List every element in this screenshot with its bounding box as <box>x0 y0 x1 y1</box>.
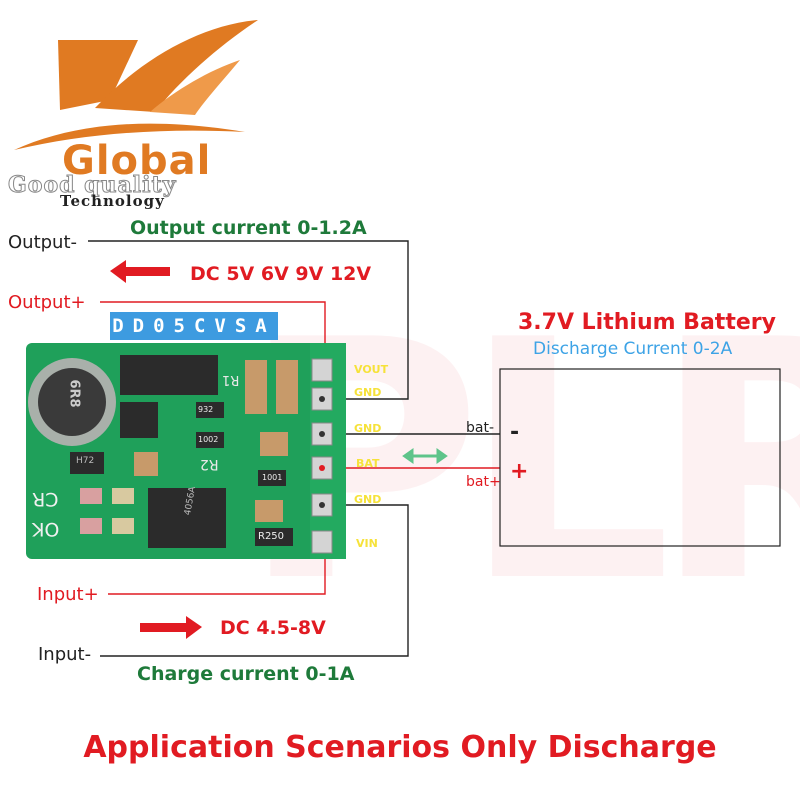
pcb-module <box>26 343 346 559</box>
battery-subtitle: Discharge Current 0-2A <box>533 339 733 359</box>
logo-tagline: Good quality <box>7 172 177 199</box>
footer-caption: Application Scenarios Only Discharge <box>83 730 717 765</box>
silk-932: 932 <box>198 405 214 414</box>
input-minus-label: Input- <box>38 644 92 665</box>
pin-vout: VOUT <box>354 363 389 376</box>
bidirectional-arrow-icon <box>402 448 448 464</box>
logo-sub: Technology <box>60 192 165 210</box>
pin-vin: VIN <box>356 537 378 550</box>
input-voltage-label: DC 4.5-8V <box>220 617 326 639</box>
output-current-label: Output current 0-1.2A <box>130 217 367 239</box>
inductor-marking: 6R8 <box>66 379 82 408</box>
output-plus-label: Output+ <box>8 292 86 313</box>
battery-title: 3.7V Lithium Battery <box>518 310 776 335</box>
bat-minus-sign: - <box>510 420 520 445</box>
pin-bat: BAT <box>356 457 380 470</box>
silk-ok: OK <box>32 518 60 540</box>
logo-brand: Global <box>62 138 212 184</box>
charge-current-label: Charge current 0-1A <box>137 663 355 685</box>
pin-gnd-1: GND <box>354 386 382 399</box>
logo-swoosh-icon <box>14 20 258 150</box>
wire-input-minus <box>100 504 409 657</box>
silk-r2: R2 <box>200 456 219 472</box>
bat-plus-label: bat+ <box>466 474 501 490</box>
output-arrow-icon <box>110 260 170 283</box>
input-arrow-icon <box>140 616 202 639</box>
bat-plus-sign: + <box>510 459 529 484</box>
battery-box <box>499 368 781 547</box>
pin-gnd-3: GND <box>354 493 382 506</box>
silk-cr: CR <box>32 488 59 510</box>
bat-minus-label: bat- <box>466 420 495 436</box>
silk-r1: R1 <box>222 372 240 387</box>
input-plus-label: Input+ <box>37 584 99 605</box>
silk-r250: R250 <box>258 531 285 542</box>
wire-output-minus <box>88 240 409 400</box>
pin-gnd-2: GND <box>354 422 382 435</box>
output-minus-label: Output- <box>8 232 78 253</box>
module-model-label: DD05CVSA <box>110 312 278 340</box>
silk-1002: 1002 <box>198 435 219 444</box>
charger-ic <box>148 488 226 548</box>
silk-1001: 1001 <box>262 473 283 482</box>
output-voltage-label: DC 5V 6V 9V 12V <box>190 263 372 285</box>
diode-chip <box>120 355 218 395</box>
silk-h72: H72 <box>76 456 95 466</box>
